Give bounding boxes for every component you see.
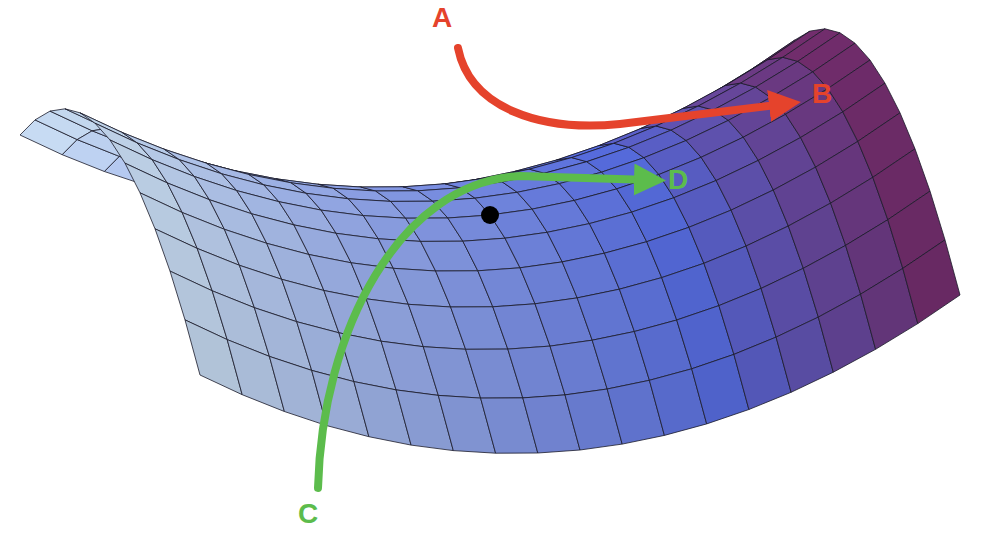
- saddle-mesh: [20, 29, 960, 453]
- point-label: D: [668, 166, 688, 194]
- mesh-cell: [903, 240, 960, 324]
- point-label: A: [432, 4, 452, 32]
- green-path-arrow: [318, 176, 650, 488]
- point-label: C: [298, 500, 318, 528]
- red-path-arrow: [458, 48, 785, 125]
- saddle-point: [481, 206, 499, 224]
- point-label: B: [812, 80, 832, 108]
